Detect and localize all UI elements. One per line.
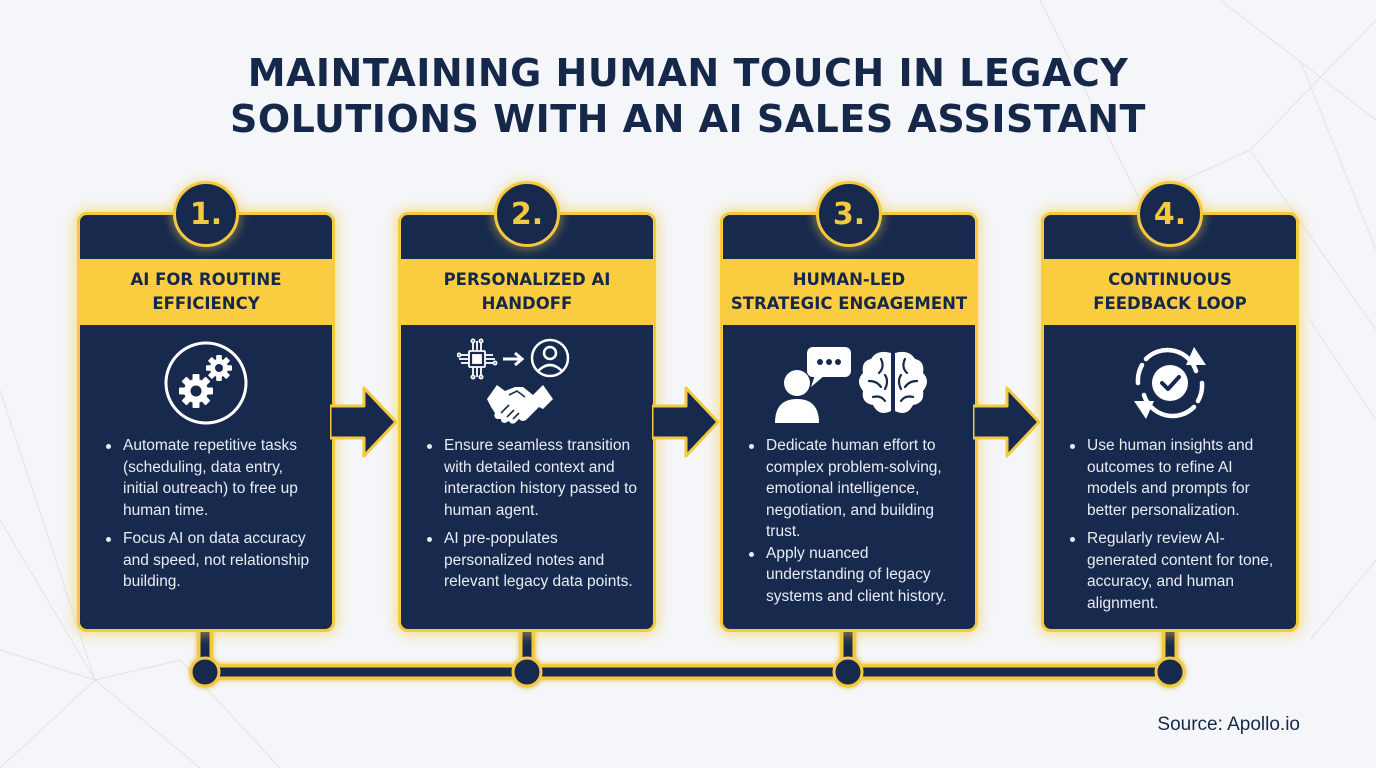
- step-title-band: PERSONALIZED AI HANDOFF: [398, 259, 656, 325]
- bullet-item: Ensure seamless transition with detailed…: [427, 435, 639, 521]
- step-title-line-1: AI FOR ROUTINE: [130, 270, 282, 289]
- connector-node-4: [1154, 656, 1186, 688]
- step-title-band: AI FOR ROUTINE EFFICIENCY: [77, 259, 335, 325]
- connector-node-3: [832, 656, 864, 688]
- bullet-item: Dedicate human effort to complex problem…: [749, 435, 961, 543]
- step-bullet-list: Ensure seamless transition with detailed…: [427, 435, 639, 600]
- step-title-line-1: CONTINUOUS: [1108, 270, 1232, 289]
- step-number-badge: 2.: [494, 181, 560, 247]
- step-number-badge: 4.: [1137, 181, 1203, 247]
- step-card-2: 2. PERSONALIZED AI HANDOFF: [398, 181, 656, 632]
- step-card-3: 3. HUMAN-LED STRATEGIC ENGAGEMENT: [720, 181, 978, 632]
- step-title-line-2: FEEDBACK LOOP: [1093, 294, 1247, 313]
- bullet-item: Automate repetitive tasks (scheduling, d…: [106, 435, 318, 521]
- gears-icon: [164, 341, 248, 425]
- arrow-right-icon: [973, 386, 1041, 458]
- step-card-1: 1. AI FOR ROUTINE EFFICIENCY: [77, 181, 335, 632]
- bullet-item: Regularly review AI-generated content fo…: [1070, 528, 1282, 614]
- step-title-band: CONTINUOUS FEEDBACK LOOP: [1041, 259, 1299, 325]
- step-bullet-list: Use human insights and outcomes to refin…: [1070, 435, 1282, 621]
- person-speech-brain-icon: [775, 347, 927, 423]
- step-bullet-list: Automate repetitive tasks (scheduling, d…: [106, 435, 318, 600]
- chip-to-person-handshake-icon: [457, 338, 570, 424]
- title-line-1: MAINTAINING HUMAN TOUCH IN LEGACY: [247, 51, 1129, 95]
- step-bullet-list: Dedicate human effort to complex problem…: [749, 435, 961, 614]
- step-title-line-2: EFFICIENCY: [152, 294, 260, 313]
- bullet-item: AI pre-populates personalized notes and …: [427, 528, 639, 593]
- step-number-badge: 3.: [816, 181, 882, 247]
- source-credit: Source: Apollo.io: [1157, 714, 1300, 735]
- title-line-2: SOLUTIONS WITH AN AI SALES ASSISTANT: [230, 97, 1146, 141]
- arrow-right-icon: [330, 386, 398, 458]
- refresh-check-icon: [1134, 347, 1206, 419]
- step-title-line-1: PERSONALIZED AI: [443, 270, 611, 289]
- step-title-line-1: HUMAN-LED: [792, 270, 906, 289]
- step-title-line-2: HANDOFF: [481, 294, 573, 313]
- arrow-right-icon: [652, 386, 720, 458]
- bullet-item: Focus AI on data accuracy and speed, not…: [106, 528, 318, 593]
- step-title-band: HUMAN-LED STRATEGIC ENGAGEMENT: [720, 259, 978, 325]
- connector-node-2: [511, 656, 543, 688]
- page-title: MAINTAINING HUMAN TOUCH IN LEGACY SOLUTI…: [0, 50, 1376, 142]
- connector-node-1: [189, 656, 221, 688]
- bullet-item: Use human insights and outcomes to refin…: [1070, 435, 1282, 521]
- step-card-4: 4. CONTINUOUS FEEDBACK LOOP Use human in…: [1041, 181, 1299, 632]
- step-number-badge: 1.: [173, 181, 239, 247]
- bullet-item: Apply nuanced understanding of legacy sy…: [749, 543, 961, 608]
- step-title-line-2: STRATEGIC ENGAGEMENT: [730, 294, 968, 313]
